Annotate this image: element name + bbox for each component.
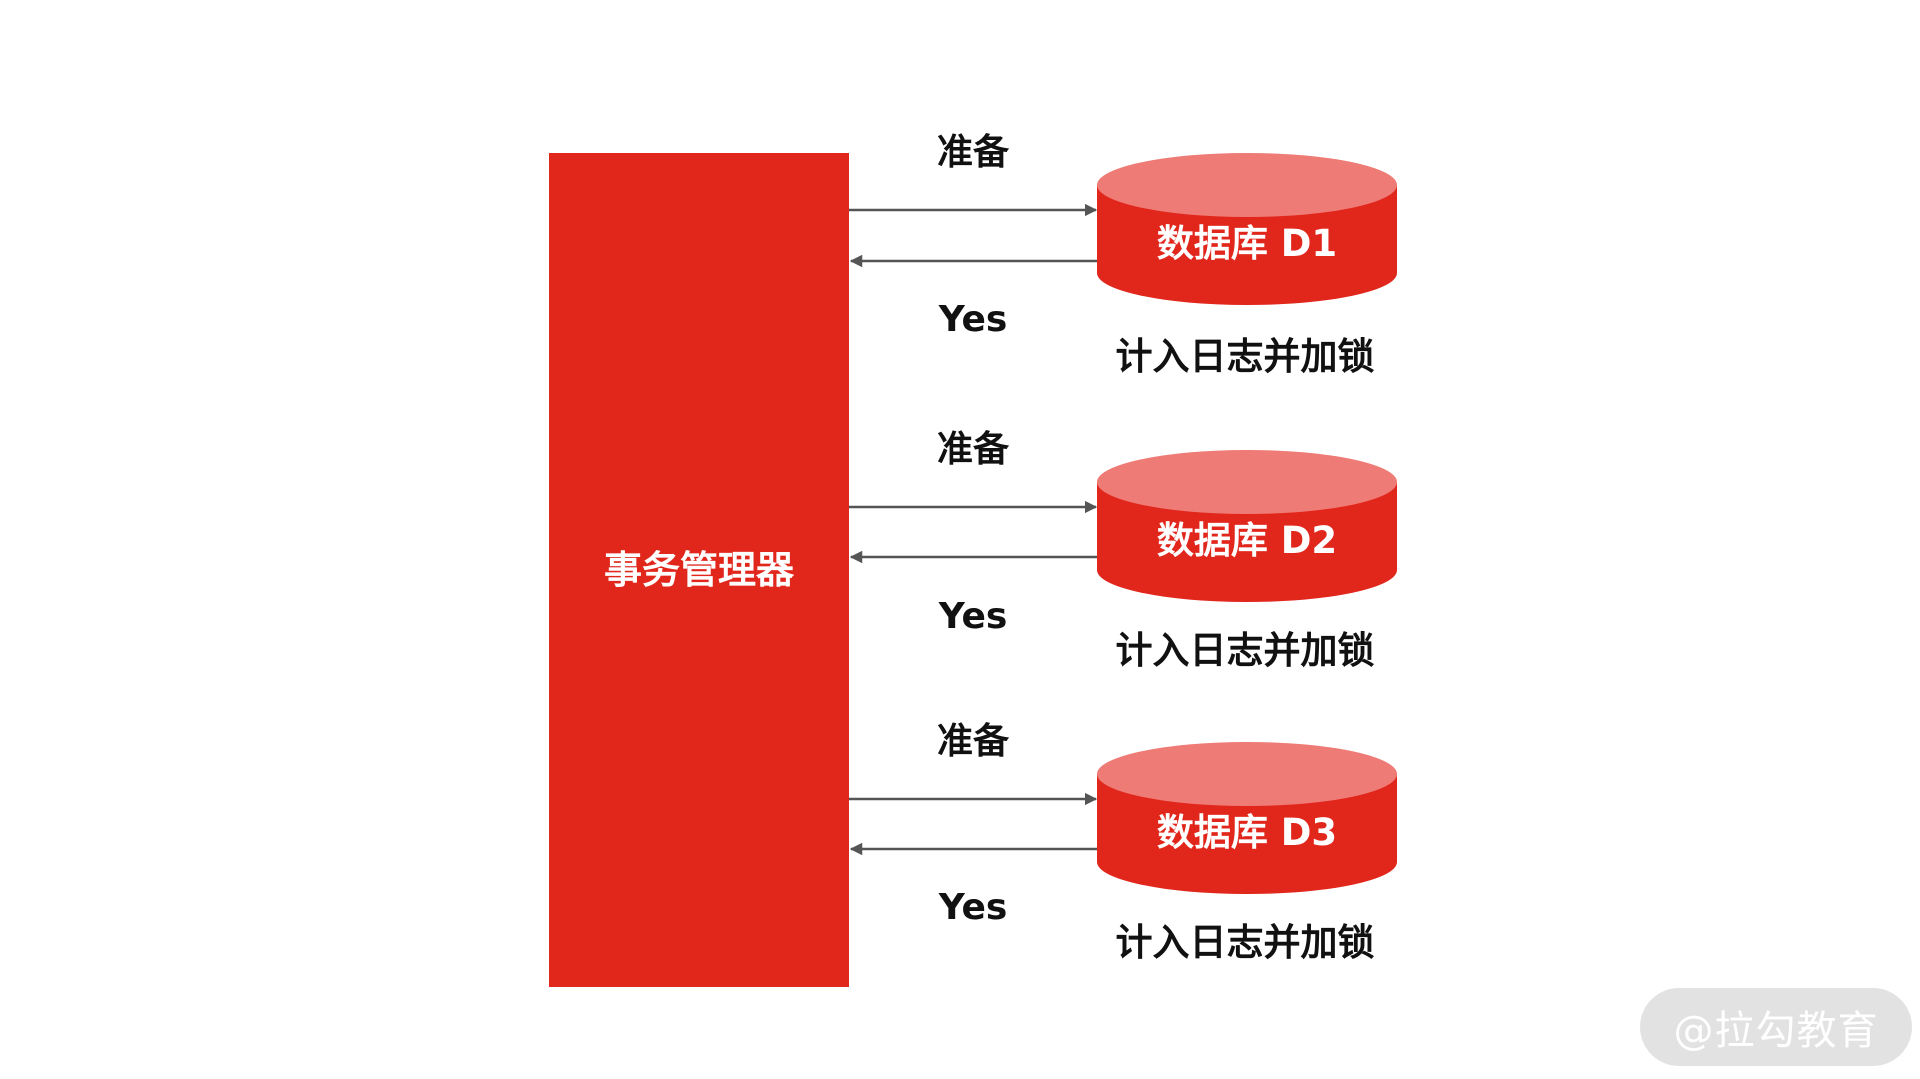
database-d1-top: [1097, 153, 1397, 217]
database-d2-body: [1097, 482, 1397, 602]
prepare-label-d3: 准备: [937, 721, 1010, 762]
database-d3-body: [1097, 774, 1397, 894]
note-d2: 计入日志并加锁: [1116, 629, 1375, 672]
prepare-label-d1: 准备: [937, 132, 1010, 173]
database-d2-top: [1097, 450, 1397, 514]
participant-d3: 准备 Yes 数据库 D3 计入日志并加锁: [849, 721, 1397, 964]
database-d3: 数据库 D3: [1097, 742, 1397, 894]
watermark-badge: @拉勾教育: [1640, 988, 1912, 1066]
database-d3-label: 数据库 D3: [1157, 811, 1337, 854]
transaction-manager: 事务管理器: [549, 153, 849, 987]
database-d2-label: 数据库 D2: [1157, 519, 1337, 562]
yes-label-d3: Yes: [938, 887, 1008, 928]
database-d1: 数据库 D1: [1097, 153, 1397, 305]
participant-d1: 准备 Yes 数据库 D1 计入日志并加锁: [849, 132, 1397, 378]
participant-d2: 准备 Yes 数据库 D2 计入日志并加锁: [849, 429, 1397, 672]
watermark-text: @拉勾教育: [1673, 1008, 1879, 1054]
database-d1-body: [1097, 185, 1397, 305]
transaction-manager-box: [549, 153, 849, 987]
yes-label-d2: Yes: [938, 596, 1008, 637]
database-d2: 数据库 D2: [1097, 450, 1397, 602]
note-d3: 计入日志并加锁: [1116, 921, 1375, 964]
prepare-label-d2: 准备: [937, 429, 1010, 470]
yes-label-d1: Yes: [938, 299, 1008, 340]
database-d3-top: [1097, 742, 1397, 806]
note-d1: 计入日志并加锁: [1116, 335, 1375, 378]
transaction-manager-label: 事务管理器: [604, 548, 795, 592]
database-d1-label: 数据库 D1: [1157, 222, 1337, 265]
